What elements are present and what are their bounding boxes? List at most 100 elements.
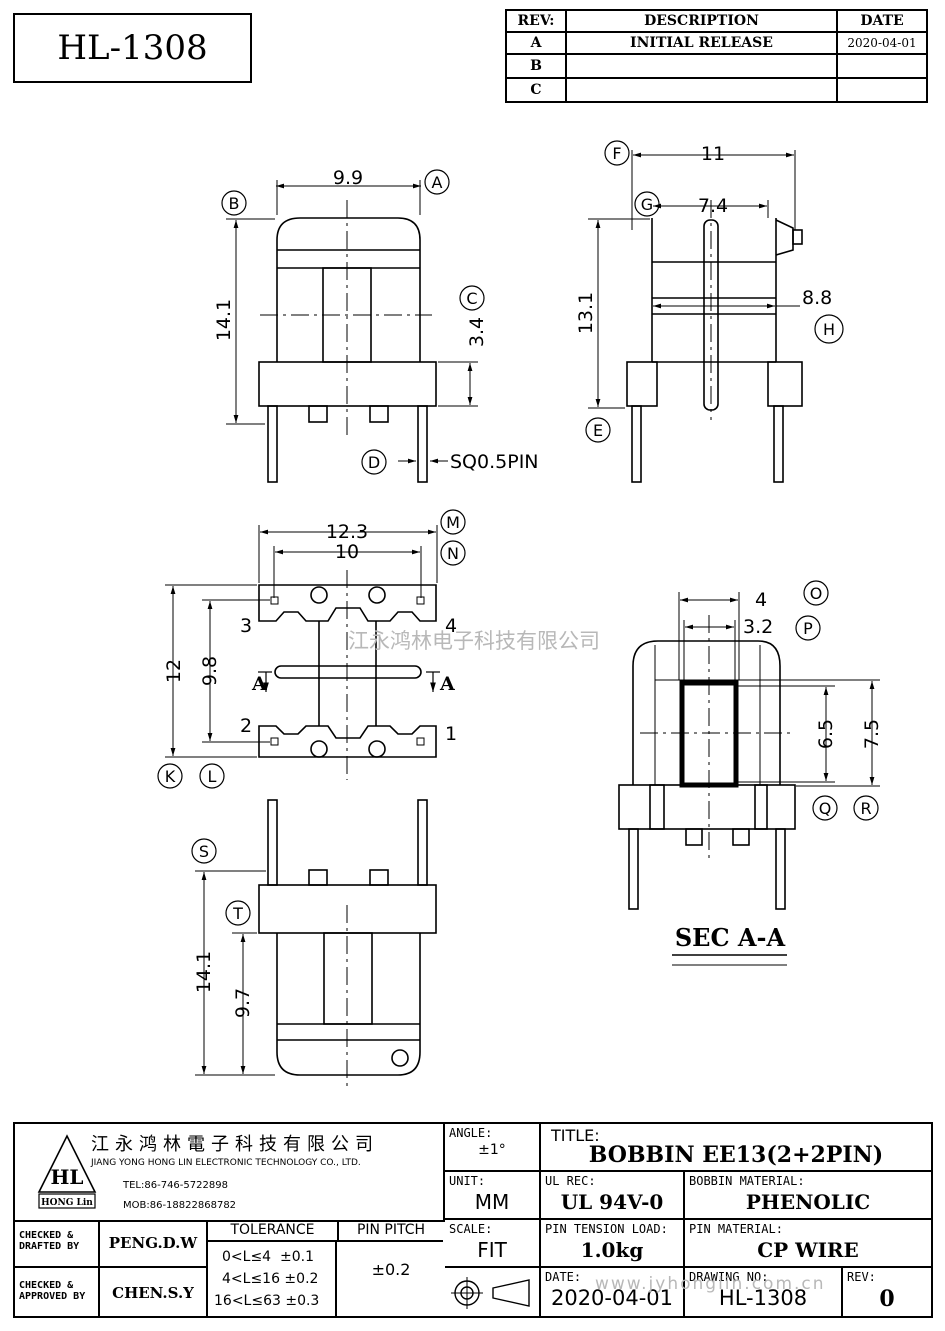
pin-number-2: 2 xyxy=(240,715,252,737)
callout-g: G xyxy=(634,191,660,217)
unit-label: UNIT: xyxy=(449,1174,486,1188)
svg-text:D: D xyxy=(368,453,380,472)
pin-number-1: 1 xyxy=(445,723,457,745)
dim-front-width: 9.9 xyxy=(333,167,363,189)
callout-d: D xyxy=(361,449,387,475)
drawing-label: DRAWING NO: xyxy=(689,1270,769,1284)
tolerance-row-1: 0<L≤4 ±0.1 xyxy=(222,1249,314,1265)
dim-section-h-inner: 6.5 xyxy=(815,719,837,749)
svg-text:O: O xyxy=(810,584,823,603)
title-label: TITLE: xyxy=(551,1126,600,1145)
ul-value: UL 94V-0 xyxy=(560,1190,664,1214)
dim-bottom-outer: 12.3 xyxy=(326,521,368,543)
angle-value: ±1° xyxy=(478,1142,506,1158)
title-value: BOBBIN EE13(2+2PIN) xyxy=(588,1142,884,1168)
drawing-area: 9.9 14.1 3.4 SQ0.5PIN 11 7.4 13.1 8.8 12… xyxy=(157,140,883,1090)
callout-a: A xyxy=(424,169,450,195)
date-header: DATE xyxy=(836,9,928,33)
bottom-view xyxy=(165,525,440,780)
svg-text:H: H xyxy=(823,320,835,339)
watermark-url: www.jyhonglin.com.cn xyxy=(595,1274,826,1294)
dim-front-base: 3.4 xyxy=(466,317,488,347)
pin-number-4: 4 xyxy=(445,615,457,637)
drawing-value: HL-1308 xyxy=(718,1286,808,1310)
pin-material-label: PIN MATERIAL: xyxy=(689,1222,783,1236)
dim-bottom-inner: 10 xyxy=(335,541,359,563)
svg-text:T: T xyxy=(232,904,243,923)
dim-section-w-inner: 3.2 xyxy=(743,616,773,638)
pin-pitch-value: ±0.2 xyxy=(371,1260,411,1279)
rev-a-date: 2020-04-01 xyxy=(836,31,928,55)
dim-rear-body: 9.7 xyxy=(232,988,254,1018)
company-mob: MOB:86-18822868782 xyxy=(123,1200,237,1211)
rev-c: C xyxy=(505,77,567,103)
rev-a: A xyxy=(505,31,567,55)
pin-material-value: CP WIRE xyxy=(757,1238,859,1262)
svg-text:A: A xyxy=(432,173,443,192)
rev-c-description xyxy=(565,77,838,103)
svg-text:L: L xyxy=(208,767,217,786)
rev-b: B xyxy=(505,53,567,79)
ul-label: UL REC: xyxy=(545,1174,596,1188)
dim-side-inner: 7.4 xyxy=(698,195,728,217)
dim-front-height: 14.1 xyxy=(213,299,235,341)
callout-r: R xyxy=(853,795,879,821)
side-view xyxy=(588,150,803,483)
part-number: HL-1308 xyxy=(57,28,208,68)
rev-label: REV: xyxy=(847,1270,876,1284)
revision-table: REV: DESCRIPTION DATE A INITIAL RELEASE … xyxy=(505,9,928,103)
callout-k: K xyxy=(157,763,183,789)
callout-n: N xyxy=(440,540,466,566)
svg-text:S: S xyxy=(199,842,209,861)
svg-text:N: N xyxy=(447,544,459,563)
tension-label: PIN TENSION LOAD: xyxy=(545,1222,668,1236)
unit-value: MM xyxy=(474,1190,510,1214)
date-value: 2020-04-01 xyxy=(550,1286,674,1310)
company-logo: HL HONG Lin xyxy=(37,1134,97,1209)
angle-label: ANGLE: xyxy=(449,1126,493,1140)
rev-c-date xyxy=(836,77,928,103)
svg-text:E: E xyxy=(593,421,603,440)
checked-approved-value: CHEN.S.Y xyxy=(112,1284,194,1302)
title-block: HL HONG Lin 江永鸿林電子科技有限公司 JIANG YONG HONG… xyxy=(13,1122,933,1318)
callouts: A B C D E F G H M N K L O P Q R S T xyxy=(157,140,879,926)
checked-drafted-label: CHECKED & DRAFTED BY xyxy=(19,1230,80,1252)
svg-text:M: M xyxy=(446,513,460,532)
tolerance-label: TOLERANCE xyxy=(230,1222,315,1238)
rev-b-date xyxy=(836,53,928,79)
callout-q: Q xyxy=(812,795,838,821)
dim-front-pin: SQ0.5PIN xyxy=(450,451,539,473)
tension-value: 1.0kg xyxy=(580,1238,644,1262)
tolerance-row-2: 4<L≤16 ±0.2 xyxy=(222,1271,319,1287)
watermark: 江永鸿林电子科技有限公司 xyxy=(348,629,600,653)
svg-text:Q: Q xyxy=(819,799,832,818)
svg-text:R: R xyxy=(860,799,871,818)
dim-side-core: 8.8 xyxy=(802,287,832,309)
checked-drafted-value: PENG.D.W xyxy=(108,1234,198,1252)
company-tel: TEL:86-746-5722898 xyxy=(123,1180,228,1191)
callout-b: B xyxy=(221,190,247,216)
callout-m: M xyxy=(440,509,466,535)
svg-text:HONG Lin: HONG Lin xyxy=(41,1198,93,1208)
callout-l: L xyxy=(199,763,225,789)
projection-symbol-icon xyxy=(451,1277,530,1309)
material-value: PHENOLIC xyxy=(745,1190,871,1214)
callout-p: P xyxy=(795,615,821,641)
rev-b-description xyxy=(565,53,838,79)
dim-bottom-span: 12 xyxy=(163,659,185,683)
section-title: SEC A-A xyxy=(675,923,786,952)
material-label: BOBBIN MATERIAL: xyxy=(689,1174,805,1188)
dim-rear-total: 14.1 xyxy=(193,951,215,993)
svg-text:B: B xyxy=(229,194,240,213)
section-marker-right: A xyxy=(439,673,455,695)
scale-value: FIT xyxy=(477,1238,507,1262)
dim-side-height: 13.1 xyxy=(575,292,597,334)
rear-view xyxy=(195,799,437,1090)
svg-text:C: C xyxy=(466,289,477,308)
description-header: DESCRIPTION xyxy=(565,9,838,33)
front-view xyxy=(226,180,478,483)
callout-t: T xyxy=(225,900,251,926)
svg-text:F: F xyxy=(612,144,621,163)
section-view xyxy=(618,592,880,966)
scale-label: SCALE: xyxy=(449,1222,493,1236)
